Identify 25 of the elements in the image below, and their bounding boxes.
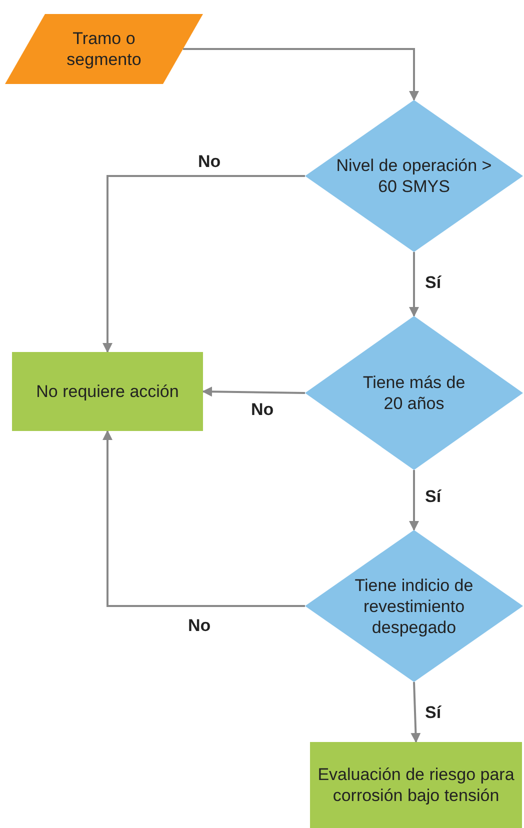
process-box [12,352,203,431]
node-text: Nivel de operación > 60 SMYS [335,155,493,197]
edge-label: Sí [425,703,442,723]
node-text: Tramo o segmento [66,28,142,70]
arrow [202,386,306,397]
arrow [409,470,419,531]
node-text: Evaluación de riesgo para corrosión bajo tensión [316,764,516,806]
input-parallelogram [5,14,203,84]
edge-label: No [198,152,221,172]
arrow [102,175,305,353]
edge-label: Sí [425,487,442,507]
edge-label: No [251,400,274,420]
arrow [409,252,419,317]
arrow [102,430,305,607]
node-text: No requiere acción [36,381,179,402]
process-box [310,742,522,828]
node-text: Tiene indicio de revestimiento despegado [354,574,474,638]
arrow [183,48,419,101]
edge-label: No [188,616,211,636]
decision-diamond [305,530,523,682]
edge-label: Sí [425,273,442,293]
arrow [410,682,421,743]
decision-diamond [305,100,523,252]
node-text: Tiene más de 20 años [362,372,466,414]
decision-diamond [305,316,523,470]
